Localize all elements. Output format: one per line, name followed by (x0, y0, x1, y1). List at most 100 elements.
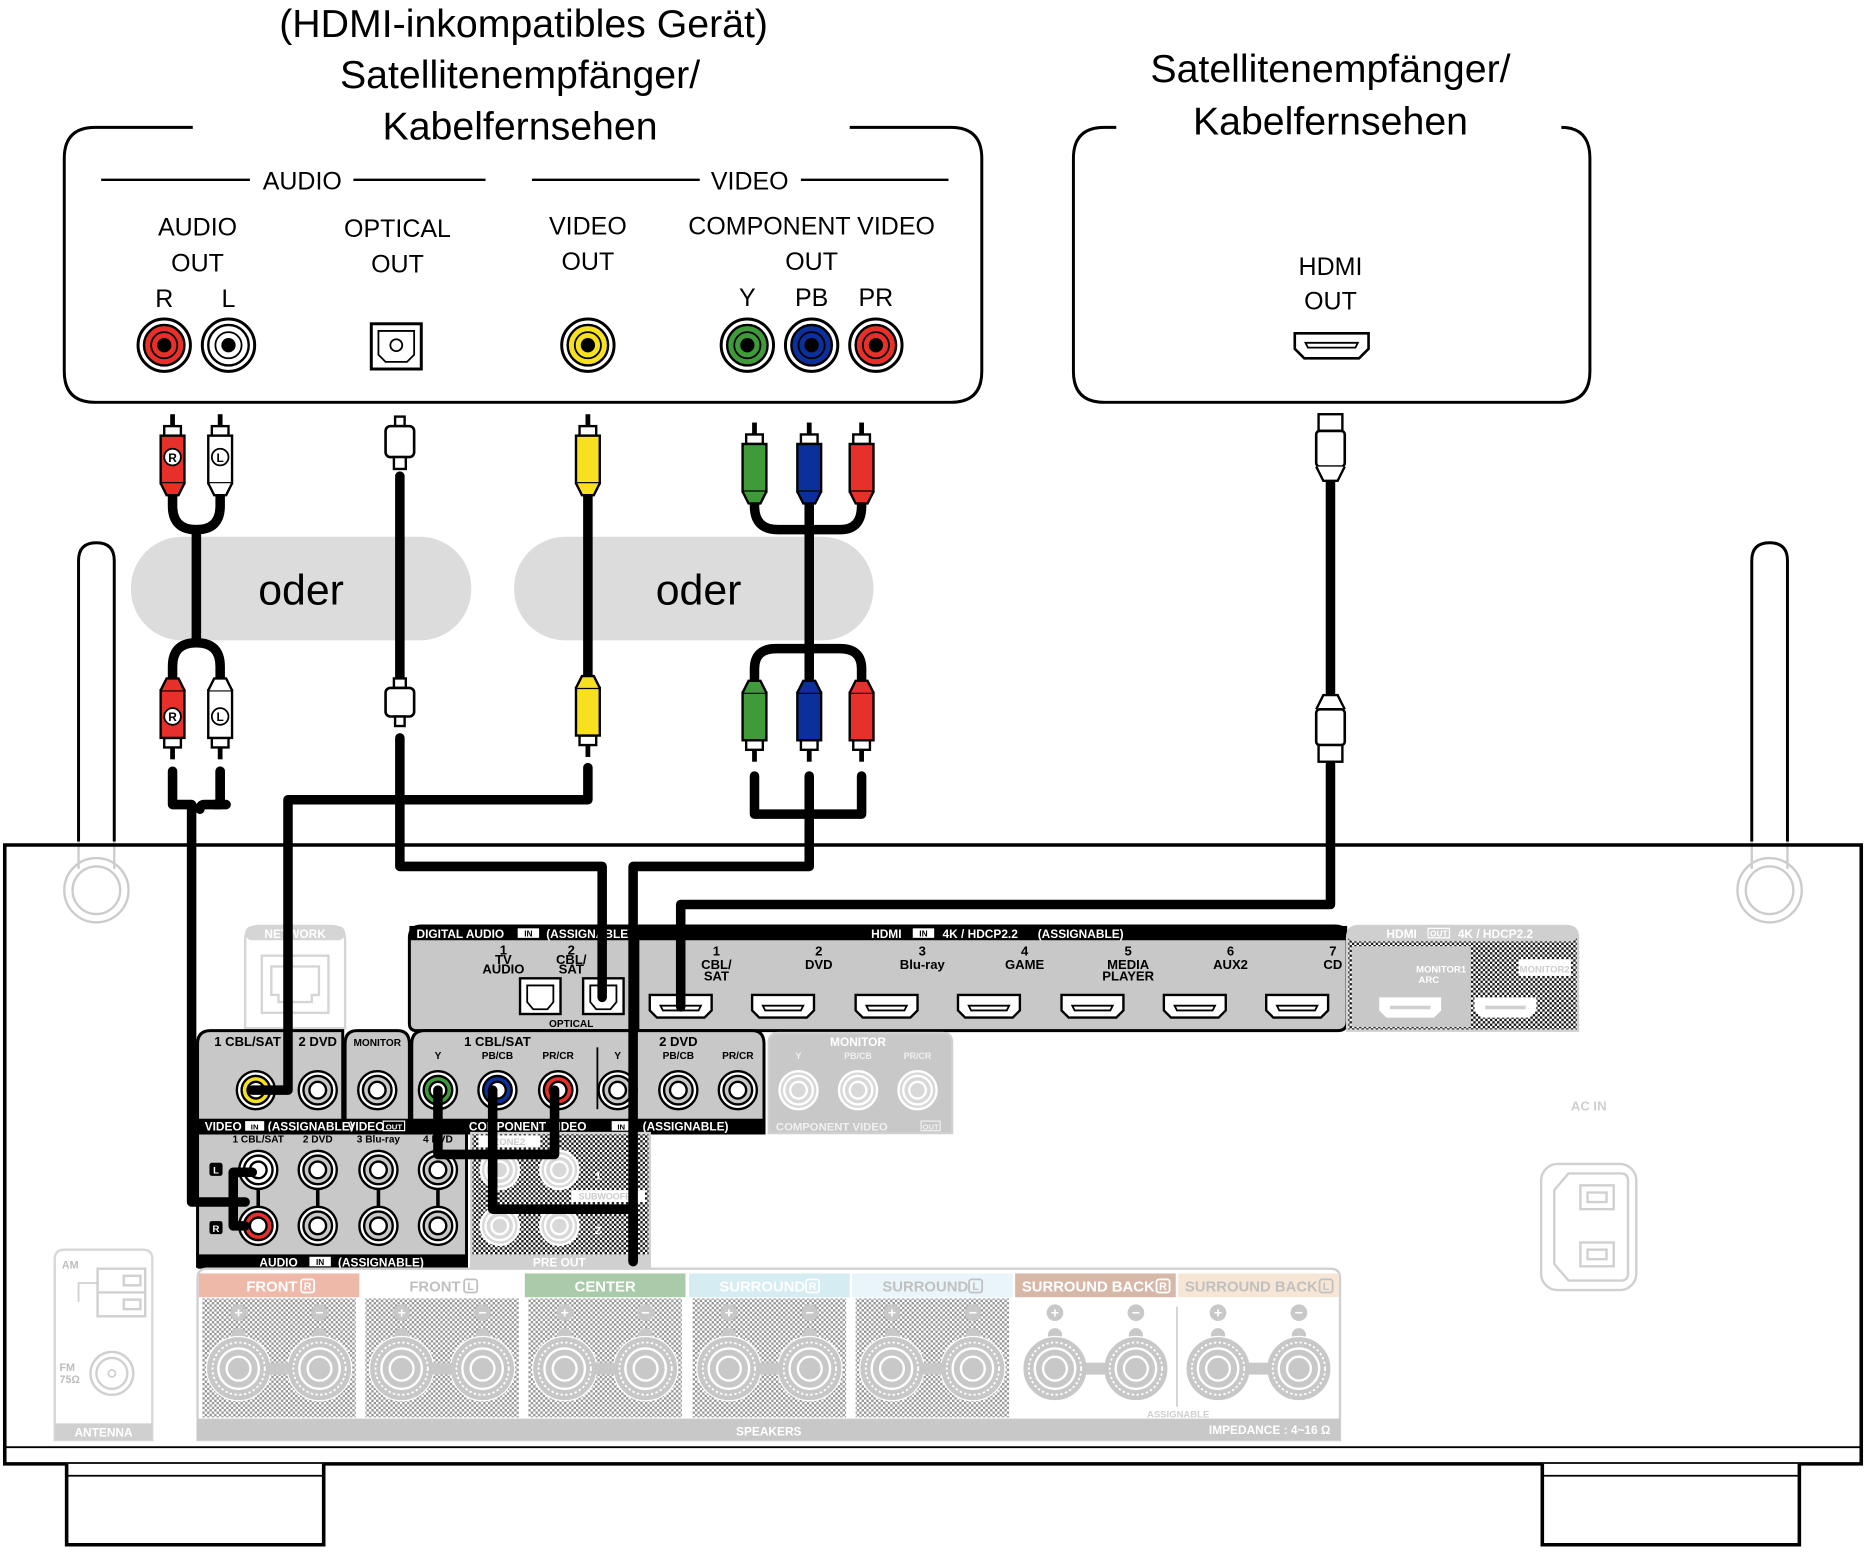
speaker-plus-terminal[interactable]: + (1022, 1304, 1088, 1402)
network-port[interactable]: NETWORK (243, 924, 347, 1030)
audio-in-3-l-jack[interactable] (358, 1149, 399, 1191)
optical-plug-upper[interactable] (384, 415, 416, 471)
audio-in-2-l-jack[interactable] (297, 1149, 338, 1191)
digital-audio-in-panel: DIGITAL AUDIO IN (ASSIGNABLE) 1 TV AUDIO… (407, 924, 640, 1033)
subwoofer-2-jack[interactable] (539, 1205, 580, 1247)
component-plug-pb-lower[interactable] (796, 679, 823, 762)
audio-out-r-jack[interactable] (136, 317, 192, 373)
component-in-2-pr-jack[interactable] (717, 1069, 759, 1111)
component-out-pr-jack[interactable] (897, 1069, 938, 1111)
speaker-minus-terminal[interactable]: − (1103, 1304, 1169, 1402)
component-plug-pr-lower[interactable] (848, 679, 875, 762)
video-out-footer: VIDEO (347, 1120, 384, 1134)
pre-out-panel: PRE OUT ZONE2 SUBWOOFER 1 2 (470, 1131, 651, 1269)
comp1-pr: PR/CR (542, 1051, 574, 1062)
speaker-minus-terminal[interactable]: − (1266, 1304, 1332, 1402)
video-out-monitor-jack[interactable] (357, 1069, 398, 1111)
component-out-y-jack[interactable] (778, 1069, 819, 1111)
component-out-pr-jack[interactable] (848, 317, 904, 373)
speaker-plus-terminal[interactable]: + (696, 1304, 762, 1402)
hdmi-plug-upper[interactable] (1314, 413, 1347, 483)
speaker-channel-label: SURROUND (882, 1279, 968, 1295)
video-in-port-2-label: 2 DVD (298, 1034, 337, 1049)
component-in-badge: IN (617, 1122, 625, 1131)
component-out-y-jack[interactable] (719, 317, 776, 373)
svg-text:+: + (397, 1305, 405, 1321)
hdmi-in-4-jack[interactable] (956, 993, 1022, 1019)
left-source-device: AUDIO VIDEO AUDIO OUT R L OPTICAL OUT VI… (62, 125, 984, 404)
digital-audio-header: DIGITAL AUDIO (417, 927, 505, 941)
component-in-2-y-jack[interactable] (597, 1069, 638, 1111)
hdmi-in-5-jack[interactable] (1060, 993, 1125, 1019)
fm-terminal[interactable] (89, 1350, 135, 1397)
video-plug-lower[interactable] (574, 674, 601, 757)
hdmi-in-3-jack[interactable] (854, 993, 919, 1019)
speaker-minus-terminal[interactable]: − (777, 1304, 843, 1402)
hdmi-in-2-number: 2 (815, 944, 822, 959)
audio-in-1-r-jack[interactable] (238, 1205, 279, 1247)
hdmi-plug-lower[interactable] (1314, 693, 1347, 763)
component-in-2-pb-jack[interactable] (658, 1069, 699, 1111)
hdmi-in-2-jack[interactable] (750, 993, 816, 1019)
component-plug-y-upper[interactable] (741, 422, 768, 505)
audio-plug-r-upper[interactable]: R (159, 414, 186, 497)
audio-out-label-2: OUT (171, 249, 224, 277)
component-plug-y-lower[interactable] (741, 679, 768, 762)
comp2-pb: PB/CB (663, 1051, 694, 1062)
audio-plug-l-lower[interactable]: L (207, 677, 234, 760)
speaker-terminal-center: CENTER+− (524, 1273, 686, 1418)
optical-port-1-line2: AUDIO (482, 962, 524, 977)
hdmi-out-monitor1-jack[interactable] (1379, 997, 1442, 1018)
component-in-group-2: 2 DVD (659, 1034, 698, 1049)
hdmi-out-monitor2-jack[interactable] (1474, 997, 1537, 1018)
component-plug-pb-upper[interactable] (796, 422, 823, 505)
hdmi-in-7-jack[interactable] (1265, 993, 1330, 1019)
svg-text:+: + (234, 1305, 242, 1321)
hdmi-in-4-label: GAME (1005, 957, 1045, 972)
speaker-plus-terminal[interactable]: + (1185, 1304, 1251, 1402)
am-terminal[interactable] (77, 1267, 147, 1318)
impedance-label: IMPEDANCE : 4~16 Ω (1209, 1423, 1331, 1437)
cables (167, 466, 1336, 1267)
audio-in-4-r-jack[interactable] (417, 1205, 459, 1247)
network-label: NETWORK (264, 927, 326, 941)
component-out-pb-jack[interactable] (783, 317, 840, 373)
hdmi-in-6-jack[interactable] (1162, 993, 1227, 1019)
hdmi-out-jack[interactable] (1293, 331, 1370, 360)
plug-label: R (168, 451, 177, 465)
speaker-plus-terminal[interactable]: + (205, 1304, 272, 1402)
digital-audio-in-badge: IN (524, 929, 532, 939)
hdmi-out-label-2: OUT (1304, 288, 1357, 316)
audio-out-l-jack[interactable] (200, 317, 257, 373)
speaker-plus-terminal[interactable]: + (859, 1304, 925, 1402)
comp-out-y: Y (796, 1051, 802, 1061)
optical-port-2-line2: SAT (559, 962, 584, 977)
optical-out-jack[interactable] (369, 322, 423, 371)
hdmi-in-3-label: Blu-ray (900, 957, 946, 972)
speaker-minus-terminal[interactable]: − (940, 1304, 1006, 1402)
hdmi-out-panel: HDMI OUT 4K / HDCP2.2 MONITOR1 ARC MONIT… (1345, 924, 1580, 1032)
audio-plug-l-upper[interactable]: L (207, 414, 234, 497)
component-in-note: (ASSIGNABLE) (643, 1120, 729, 1134)
component-plug-pr-upper[interactable] (848, 422, 875, 505)
speaker-side-label: L (467, 1281, 474, 1293)
speaker-plus-terminal[interactable]: + (368, 1304, 435, 1402)
hdmi-in-5-label: PLAYER (1102, 969, 1154, 984)
audio-in-3-r-jack[interactable] (358, 1205, 399, 1247)
video-plug-upper[interactable] (574, 414, 601, 497)
optical-in-jack-1[interactable] (518, 977, 562, 1016)
subwoofer-1-jack[interactable] (539, 1149, 580, 1191)
component-out-pb-jack[interactable] (837, 1069, 879, 1111)
audio-in-4-l-jack[interactable] (417, 1149, 459, 1191)
optical-plug-lower[interactable] (384, 677, 416, 728)
speaker-minus-terminal[interactable]: − (286, 1304, 353, 1402)
speaker-plus-terminal[interactable]: + (531, 1304, 598, 1402)
video-out-jack[interactable] (560, 317, 616, 373)
audio-plug-r-lower[interactable]: R (159, 677, 186, 760)
video-in-2-jack[interactable] (297, 1069, 338, 1111)
hdmi-out-label-1: HDMI (1299, 253, 1363, 281)
right-device-title: Satellitenempfänger/ Kabelfernsehen (1150, 47, 1510, 143)
audio-in-2-r-jack[interactable] (297, 1205, 338, 1247)
